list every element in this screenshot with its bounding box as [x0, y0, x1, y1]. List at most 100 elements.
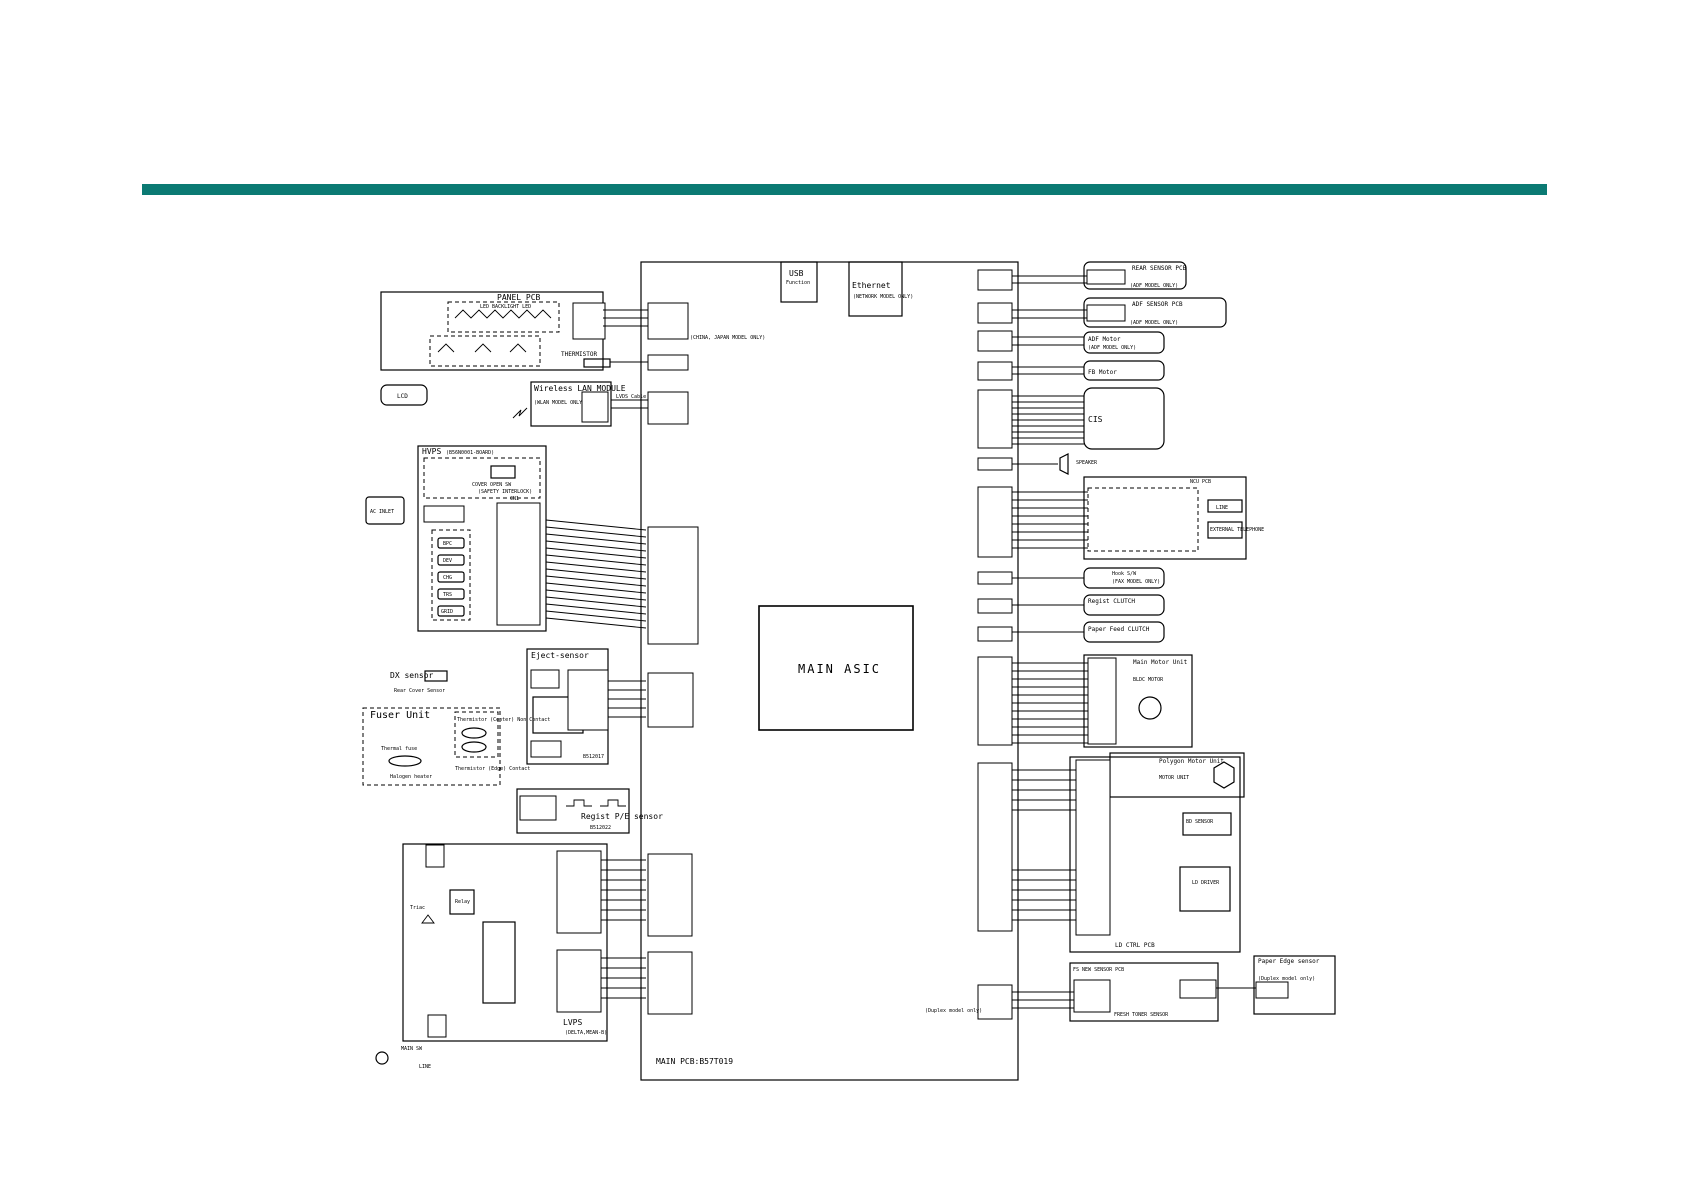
cis-block	[1083, 387, 1165, 450]
ethernet-block	[848, 261, 903, 317]
ncu-line: LINE	[1216, 505, 1228, 511]
relay-label: Relay	[455, 899, 470, 905]
main-pcb-label: MAIN PCB:B57T019	[656, 1057, 733, 1066]
hvps-note: (B56N0001-BOARD)	[446, 450, 494, 456]
rear-sensor-title: REAR SENSOR PCB	[1132, 265, 1187, 272]
adf-sensor-note: (ADF MODEL ONLY)	[1130, 320, 1178, 326]
paper-edge-note: (Duplex model only)	[1258, 976, 1315, 982]
bd-sensor-label: BD SENSOR	[1186, 819, 1214, 825]
hvps-port-4: GRID	[441, 609, 453, 615]
paper-feed-title: Paper Feed CLUTCH	[1088, 626, 1150, 633]
hook-sw-title: Hook S/W	[1112, 571, 1137, 577]
therm-center-label: Thermistor (Center) Non Contact	[457, 717, 550, 723]
cover-sw-note: (SAFETY INTERLOCK)	[478, 489, 532, 495]
paper-edge-sensor	[1253, 955, 1336, 1015]
therm-edge-label: Thermistor (Edge) Contact	[455, 766, 530, 772]
hvps-port-1: DEV	[443, 558, 452, 564]
ethernet-title: Ethernet	[852, 281, 891, 290]
polygon-title: Polygon Motor Unit	[1159, 758, 1224, 765]
ac-plug-label: AC INLET	[370, 509, 394, 515]
regist-title: Regist P/E sensor	[581, 812, 663, 821]
duplex-note: (Duplex model only)	[925, 1008, 982, 1014]
wireless-note: (WLAN MODEL ONLY)	[534, 400, 585, 406]
main-asic-label: MAIN ASIC	[798, 662, 881, 676]
main-motor-unit	[1083, 654, 1193, 748]
hvps-block	[417, 445, 547, 632]
main-motor-note: BLDC MOTOR	[1133, 677, 1164, 683]
main-motor-title: Main Motor Unit	[1133, 659, 1188, 666]
usb-block	[780, 261, 818, 303]
lcd-label: LCD	[397, 393, 408, 400]
line-label: LINE	[419, 1064, 431, 1070]
fs-sensor-title: FS NEW SENSOR PCB	[1073, 967, 1124, 973]
fb-motor	[1083, 360, 1165, 381]
polygon-note: MOTOR UNIT	[1159, 775, 1189, 781]
eject-title: Eject-sensor	[531, 651, 589, 660]
lvps-wires	[601, 859, 646, 999]
regist-clutch-title: Regist CLUTCH	[1088, 598, 1135, 605]
ncu-ext: EXTERNAL TELEPHONE	[1210, 527, 1264, 533]
dx-sensor-label: DX sensor	[390, 671, 434, 680]
hvps-port-0: BPC	[443, 541, 452, 547]
triac-label: Triac	[410, 905, 425, 911]
usb-title: USB	[789, 269, 804, 278]
fuser-unit	[362, 707, 501, 786]
regist-part: B512022	[590, 825, 611, 831]
adf-motor	[1083, 331, 1165, 354]
panel-leds-label: LED BACKLIGHT LED	[480, 304, 531, 310]
thermistor-label: THERMISTOR	[561, 351, 598, 358]
adf-sensor-title: ADF SENSOR PCB	[1132, 301, 1183, 308]
lvps-title: LVPS	[563, 1018, 582, 1027]
hvps-port-3: TRS	[443, 592, 452, 598]
rear-sensor-pcb	[1083, 261, 1187, 290]
ncu-title: NCU PCB	[1190, 479, 1211, 485]
lvps-block	[402, 843, 608, 1042]
cis-title: CIS	[1088, 415, 1103, 424]
wireless-title: Wireless LAN MODULE	[534, 384, 626, 393]
adf-motor-title: ADF Motor	[1088, 336, 1121, 343]
adf-motor-note: (ADF MODEL ONLY)	[1088, 345, 1136, 351]
bd-sensor	[1182, 812, 1232, 836]
lvds-cable-label: LVDS Cable	[616, 394, 646, 400]
ac-plug	[365, 496, 405, 525]
speaker-icon	[1059, 453, 1069, 475]
hvps-title: HVPS	[422, 447, 441, 456]
thermal-fuse-label: Thermal fuse	[381, 746, 417, 752]
wireless-lan-module	[530, 381, 612, 427]
header-bar	[142, 184, 1547, 195]
usb-subtitle: Function	[786, 280, 810, 286]
cis-wires	[1012, 395, 1084, 445]
halogen-label: Halogen heater	[390, 774, 432, 780]
hvps-port-2: CHG	[443, 575, 452, 581]
main-asic	[758, 605, 914, 731]
eject-part: B512017	[583, 754, 604, 760]
main-left-connectors	[647, 302, 699, 1015]
rear-sensor-note: (ADF MODEL ONLY)	[1130, 283, 1178, 289]
hook-sw-note: (FAX MODEL ONLY)	[1112, 579, 1160, 585]
cover-sw-label: COVER OPEN SW	[472, 482, 512, 488]
ld-driver-label: LD DRIVER	[1192, 880, 1220, 886]
lvps-note: (DELTA,MEAN-B)	[565, 1030, 607, 1036]
rear-cover-label: Rear Cover Sensor	[394, 688, 445, 694]
fb-motor-title: FB Motor	[1088, 369, 1117, 376]
hvps-wires	[545, 519, 647, 629]
paper-edge-title: Paper Edge sensor	[1258, 958, 1320, 965]
fs-sensor-note: FRESH TONER SENSOR	[1114, 1012, 1169, 1018]
panel-note: (CHINA, JAPAN MODEL ONLY)	[690, 335, 765, 341]
main-sw-label: MAIN SW	[401, 1046, 423, 1052]
ethernet-note: (NETWORK MODEL ONLY)	[853, 294, 913, 300]
ld-ctrl-pcb	[1069, 756, 1241, 953]
main-motor-wires	[1012, 662, 1088, 744]
main-right-connectors	[977, 269, 1013, 1020]
right-wires	[603, 275, 1256, 1009]
fuser-title: Fuser Unit	[370, 710, 430, 721]
speaker-label: SPEAKER	[1076, 460, 1098, 466]
lcd-block	[380, 384, 428, 406]
ncu-pcb	[1083, 476, 1247, 560]
hvps-connector: CN1	[510, 496, 519, 502]
panel-pcb-title: PANEL PCB	[497, 293, 541, 302]
regist-pe-sensor	[516, 788, 630, 834]
hvps-ports	[437, 537, 465, 617]
adf-sensor-pcb	[1083, 297, 1227, 328]
